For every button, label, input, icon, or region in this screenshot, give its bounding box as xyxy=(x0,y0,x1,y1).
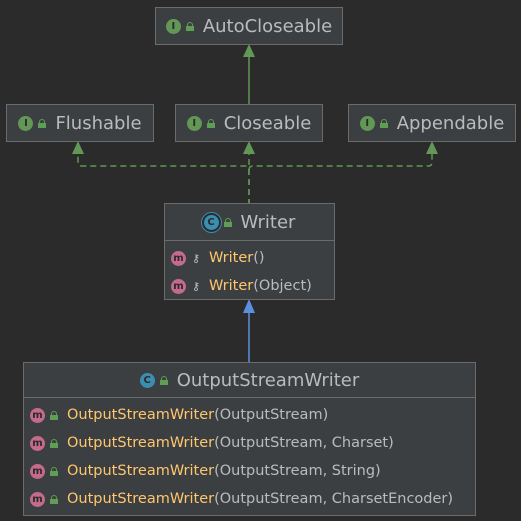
member-list: m OutputStreamWriter(OutputStream) m Out… xyxy=(24,397,475,515)
arrowhead-autocloseable xyxy=(243,44,255,57)
method-name: OutputStreamWriter xyxy=(67,491,215,507)
member-list: m ⚷ Writer() m ⚷ Writer(Object) xyxy=(165,240,334,302)
public-lock-icon xyxy=(185,21,194,31)
method-icon: m xyxy=(171,250,186,266)
method-args: (OutputStream, String) xyxy=(214,463,381,479)
method-name: OutputStreamWriter xyxy=(67,463,215,479)
constructor-row[interactable]: m OutputStreamWriter(OutputStream, Chars… xyxy=(24,429,475,457)
method-args: (Object) xyxy=(253,278,312,294)
arrowhead-writer xyxy=(243,299,255,313)
interface-icon: I xyxy=(359,115,375,131)
public-lock-icon xyxy=(50,466,58,476)
node-title: OutputStreamWriter xyxy=(176,369,360,391)
public-lock-icon xyxy=(223,217,232,227)
method-name: OutputStreamWriter xyxy=(67,407,215,423)
node-autocloseable[interactable]: I AutoCloseable xyxy=(155,7,343,45)
edge-writer-flushable xyxy=(77,153,250,205)
method-name: Writer xyxy=(209,250,254,266)
node-flushable[interactable]: I Flushable xyxy=(6,104,154,142)
arrowhead-closeable xyxy=(243,141,255,154)
node-title: Closeable xyxy=(223,112,312,134)
node-title: Writer xyxy=(240,211,296,233)
node-title: Appendable xyxy=(396,112,505,134)
arrowhead-appendable xyxy=(426,141,438,154)
public-lock-icon xyxy=(50,410,58,420)
method-args: (OutputStream, CharsetEncoder) xyxy=(214,491,454,507)
constructor-row[interactable]: m OutputStreamWriter(OutputStream, Strin… xyxy=(24,457,475,485)
constructor-row[interactable]: m OutputStreamWriter(OutputStream, Chars… xyxy=(24,485,475,513)
method-icon: m xyxy=(30,407,45,423)
node-title: AutoCloseable xyxy=(202,15,333,37)
constructor-row[interactable]: m OutputStreamWriter(OutputStream) xyxy=(24,401,475,429)
node-appendable[interactable]: I Appendable xyxy=(348,104,516,142)
interface-icon: I xyxy=(18,115,34,131)
method-icon: m xyxy=(30,435,45,451)
method-args: (OutputStream) xyxy=(214,407,329,423)
public-lock-icon xyxy=(379,118,388,128)
node-title: Flushable xyxy=(55,112,142,134)
public-lock-icon xyxy=(38,118,47,128)
method-name: OutputStreamWriter xyxy=(67,435,215,451)
constructor-row[interactable]: m ⚷ Writer() xyxy=(165,244,334,272)
method-icon: m xyxy=(30,463,45,479)
protected-key-icon: ⚷ xyxy=(192,251,201,265)
class-icon: C xyxy=(139,372,155,388)
method-name: Writer xyxy=(209,278,254,294)
node-writer[interactable]: C Writer m ⚷ Writer() m ⚷ Writer(Object) xyxy=(164,203,335,300)
constructor-row[interactable]: m ⚷ Writer(Object) xyxy=(165,272,334,300)
public-lock-icon xyxy=(50,438,58,448)
arrowhead-flushable xyxy=(72,141,84,154)
public-lock-icon xyxy=(159,375,168,385)
method-args: (OutputStream, Charset) xyxy=(214,435,394,451)
method-icon: m xyxy=(171,278,186,294)
node-outputstreamwriter[interactable]: C OutputStreamWriter m OutputStreamWrite… xyxy=(23,362,476,516)
interface-icon: I xyxy=(186,115,202,131)
method-args: () xyxy=(253,250,265,266)
abstract-class-icon: C xyxy=(203,214,219,230)
protected-key-icon: ⚷ xyxy=(192,279,201,293)
public-lock-icon xyxy=(206,118,215,128)
public-lock-icon xyxy=(50,494,58,504)
edge-writer-appendable xyxy=(248,153,433,171)
method-icon: m xyxy=(30,491,45,507)
node-closeable[interactable]: I Closeable xyxy=(175,104,323,142)
interface-icon: I xyxy=(165,18,181,34)
